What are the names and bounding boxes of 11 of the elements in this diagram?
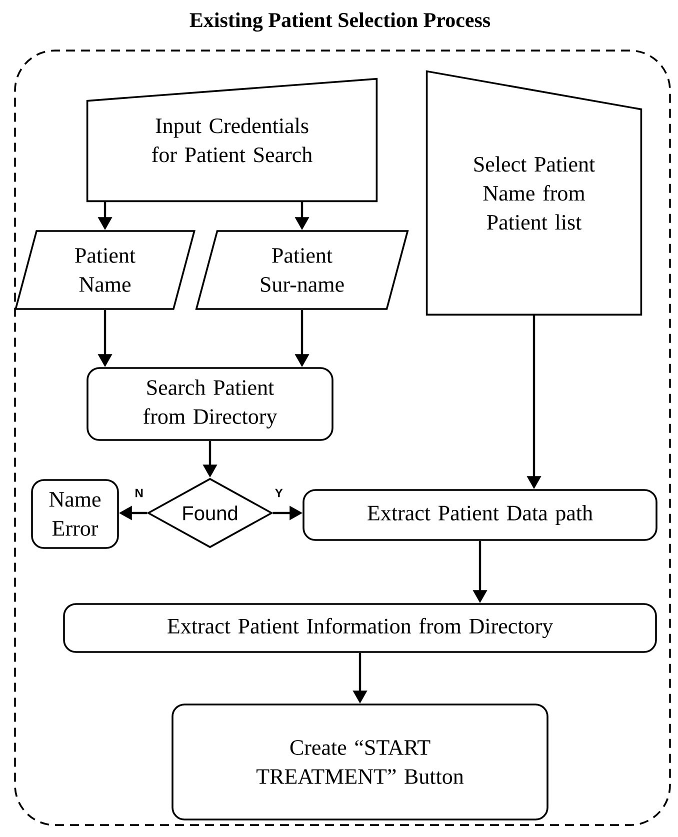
data-parallelogram: Patient Name	[14, 230, 196, 310]
dashed-group-box	[14, 50, 671, 826]
data-parallelogram: Patient Sur-name	[195, 230, 409, 310]
process-box: Search Patient from Directory	[86, 367, 334, 441]
edge-label: Y	[274, 488, 284, 498]
process-box: Name Error	[31, 479, 119, 549]
process-box: Extract Patient Information from Directory	[63, 603, 657, 653]
process-box: Create “START TREATMENT” Button	[172, 704, 548, 820]
title: Existing Patient Selection Process	[190, 12, 490, 32]
process-box: Extract Patient Data path	[302, 489, 658, 541]
edge-label: N	[134, 488, 144, 498]
